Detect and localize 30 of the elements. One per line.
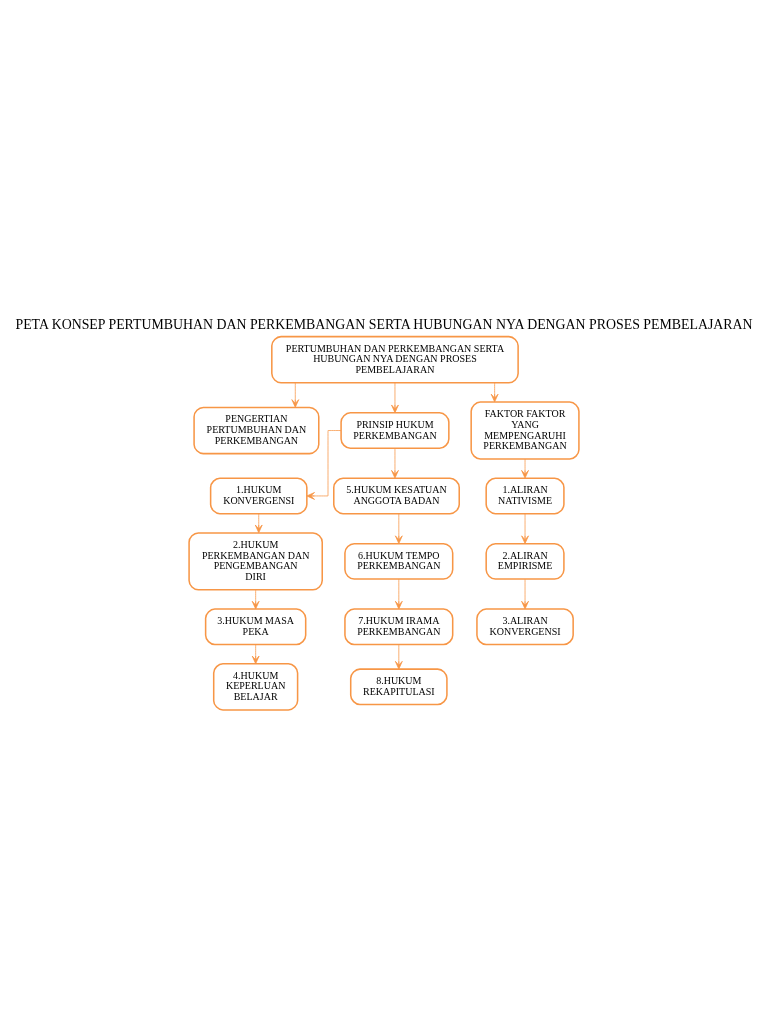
arrow: [521, 458, 529, 478]
node-box: 2.ALIRAN EMPIRISME: [485, 542, 565, 580]
arrow: [306, 429, 342, 500]
arrow: [394, 578, 403, 609]
diagram-title: PETA KONSEP PERTUMBUHAN DAN PERKEMBANGAN SERTA HUBUNGAN NYA DENGAN PROSES PEMBELAJARAN: [15, 316, 753, 332]
node-box: 4.HUKUM KEPERLUAN BELAJAR: [212, 662, 299, 711]
node-box: FAKTOR FAKTOR YANG MEMPENGARUHI PERKEMBANGAN: [470, 400, 580, 460]
node-box: 1.ALIRAN NATIVISME: [485, 477, 565, 514]
arrow: [391, 447, 399, 478]
node-box: PENGERTIAN PERTUMBUHAN DAN PERKEMBANGAN: [193, 406, 320, 454]
arrow: [394, 512, 403, 544]
node-box: 1.HUKUM KONVERGENSI: [209, 477, 308, 514]
arrow: [394, 643, 403, 669]
node-box: 3.ALIRAN KONVERGENSI: [476, 607, 574, 645]
node-box: 7.HUKUM IRAMA PERKEMBANGAN: [344, 607, 454, 645]
arrow: [521, 578, 529, 609]
node-box: 2.HUKUM PERKEMBANGAN DAN PENGEMBANGAN DIRI: [188, 531, 323, 591]
arrow: [391, 382, 399, 413]
node-box: PRINSIP HUKUM PERKEMBANGAN: [340, 411, 450, 449]
arrow: [490, 382, 499, 402]
arrow: [291, 382, 300, 408]
node-box: 6.HUKUM TEMPO PERKEMBANGAN: [344, 542, 454, 580]
arrow: [251, 589, 260, 609]
node-box: 8.HUKUM REKAPITULASI: [349, 667, 448, 705]
node-box: 5.HUKUM KESATUAN ANGGOTA BADAN: [333, 477, 460, 514]
node-box: 3.HUKUM MASA PEKA: [204, 607, 307, 645]
arrow: [254, 512, 263, 533]
node-box: PERTUMBUHAN DAN PERKEMBANGAN SERTA HUBUNGAN NYA DENGAN PROSES PEMBELAJARAN: [271, 335, 519, 384]
arrow: [521, 512, 529, 544]
arrow: [251, 643, 260, 664]
